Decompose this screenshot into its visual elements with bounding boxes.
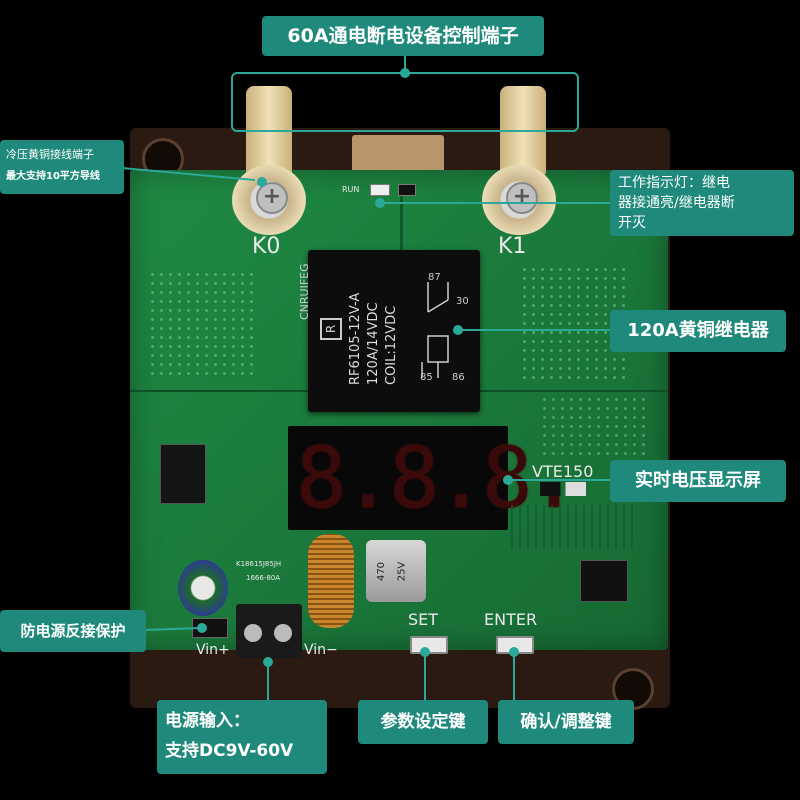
relay-schematic-icon xyxy=(421,282,449,378)
smd-led-pair xyxy=(540,482,586,496)
electrolytic-capacitor-large xyxy=(366,540,426,602)
callout-set-key: 参数设定键 xyxy=(358,700,488,744)
callout-crimp-line1: 冷压黄铜接线端子 xyxy=(6,148,94,161)
inductor-coil xyxy=(308,534,354,628)
callout-power-input: 电源输入： 支持DC9V-60V xyxy=(157,700,327,774)
screw-icon-left: + xyxy=(256,182,288,214)
callout-crimp-line2: 最大支持10平方导线 xyxy=(6,171,100,182)
callout-confirm-key: 确认/调整键 xyxy=(498,700,634,744)
regulator-chip xyxy=(160,444,206,504)
label-k0: K0 xyxy=(252,234,281,259)
relay xyxy=(308,250,480,412)
run-resistor xyxy=(398,184,416,196)
relay-pin-86: 86 xyxy=(452,372,465,383)
callout-indicator-line3: 开灭 xyxy=(618,215,646,231)
relay-pin-87: 87 xyxy=(428,272,441,283)
callout-top-terminal: 60A通电断电设备控制端子 xyxy=(262,16,544,56)
callout-display: 实时电压显示屏 xyxy=(610,460,786,502)
label-run: RUN xyxy=(342,185,360,194)
callout-indicator-light: 工作指示灯：继电 器接通亮/继电器断 开灭 xyxy=(610,170,794,236)
screw-icon-right: + xyxy=(506,182,538,214)
callout-reverse-protection: 防电源反接保护 xyxy=(0,610,146,652)
label-vin-minus: Vin− xyxy=(304,642,338,658)
label-model: VTE150 xyxy=(532,462,594,481)
electrolytic-capacitor-small xyxy=(178,560,228,616)
ic-chip-right xyxy=(580,560,628,602)
label-vin-plus: Vin+ xyxy=(196,642,230,658)
label-k1: K1 xyxy=(498,234,527,259)
callout-relay: 120A黄铜继电器 xyxy=(610,310,786,352)
callout-indicator-line1: 工作指示灯：继电 xyxy=(618,175,730,191)
callout-power-line1: 电源输入： xyxy=(165,711,250,731)
power-screw-left xyxy=(244,624,262,642)
label-set: SET xyxy=(408,610,439,629)
callout-power-line2: 支持DC9V-60V xyxy=(165,741,294,761)
pcb-traces-right xyxy=(505,505,635,549)
run-led xyxy=(370,184,390,196)
callout-crimp-terminal: 冷压黄铜接线端子 最大支持10平方导线 xyxy=(0,140,124,194)
relay-pin-30: 30 xyxy=(456,296,469,307)
seven-segment-display xyxy=(288,426,508,530)
via-pattern-left xyxy=(148,270,258,380)
label-enter: ENTER xyxy=(484,610,538,629)
via-pattern-lower-right xyxy=(540,395,650,455)
relay-pin-85: 85 xyxy=(420,372,433,383)
callout-indicator-line2: 器接通亮/继电器断 xyxy=(618,195,735,211)
inductor-code-2: 1666-80A xyxy=(246,574,281,582)
inductor-code: K18615J85JH xyxy=(236,560,282,568)
power-screw-right xyxy=(274,624,292,642)
